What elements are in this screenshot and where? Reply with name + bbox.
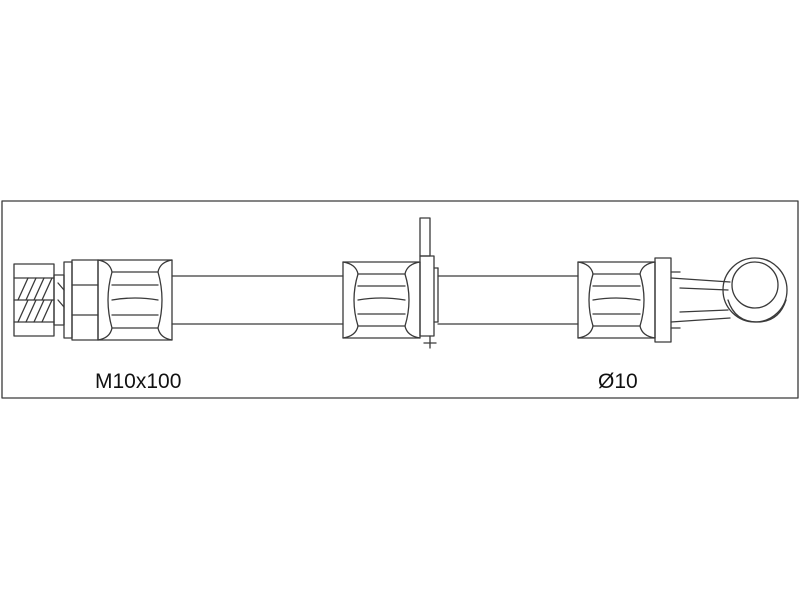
hose-segment-right xyxy=(437,275,579,325)
crimp-sleeve-middle xyxy=(342,261,421,339)
banjo-eye xyxy=(722,257,788,323)
crimp-sleeve-right xyxy=(577,261,656,339)
hose-segment-left xyxy=(171,275,344,325)
mounting-bracket xyxy=(419,217,439,349)
thread-spec-label: M10x100 xyxy=(95,370,182,393)
banjo-neck xyxy=(670,277,731,323)
crimp-sleeve-left xyxy=(97,259,173,341)
diameter-spec-label: Ø10 xyxy=(598,370,638,393)
threaded-fitting xyxy=(13,259,99,341)
frame-border xyxy=(1,200,799,399)
end-collar xyxy=(654,257,681,343)
